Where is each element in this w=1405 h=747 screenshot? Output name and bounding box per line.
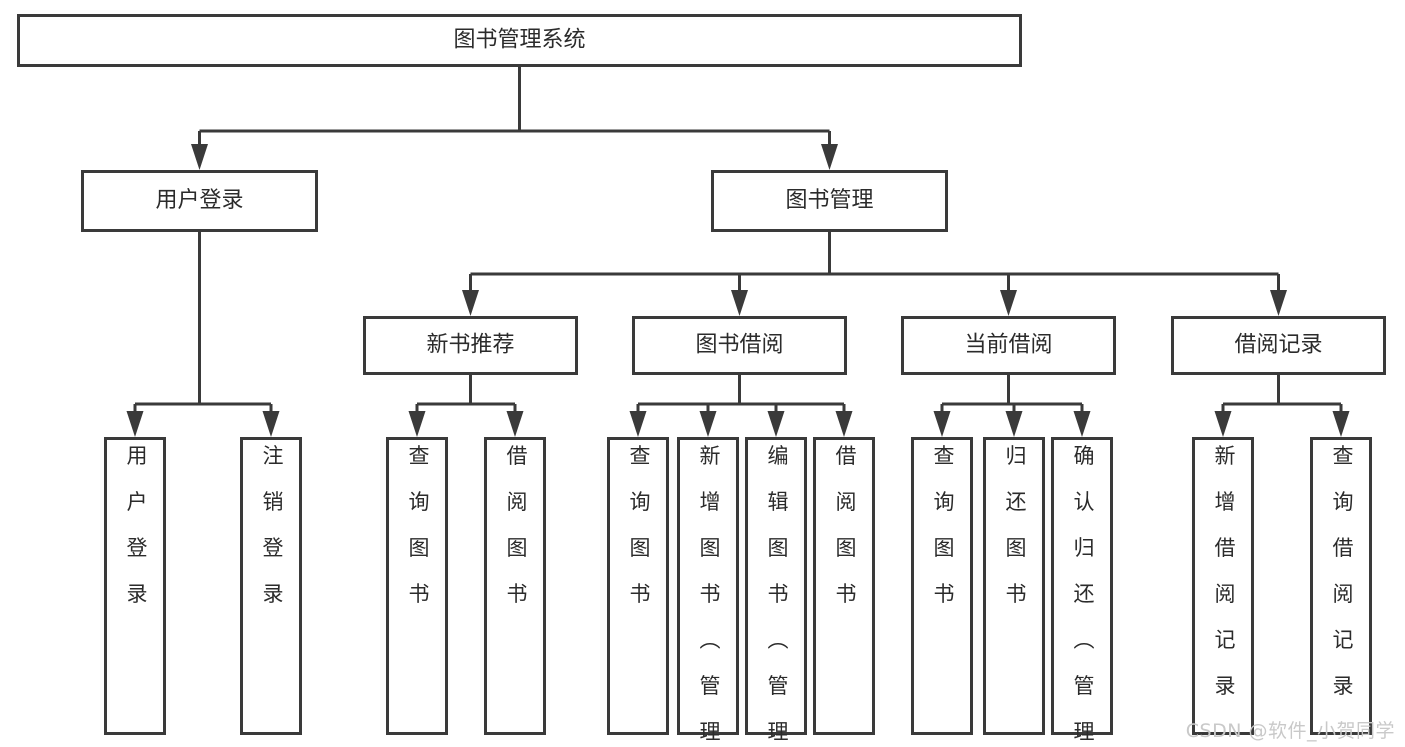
node-l-rec-2[interactable]: 查询借阅记录 <box>1310 437 1372 735</box>
node-records[interactable]: 借阅记录 <box>1171 316 1386 375</box>
node-l-bor-3[interactable]: 编辑图书（管理员） <box>745 437 807 747</box>
arrow-head-icon <box>506 411 524 437</box>
node-l-login-1[interactable]: 用户登录 <box>104 437 166 735</box>
node-box <box>240 437 302 735</box>
node-login[interactable]: 用户登录 <box>81 170 318 232</box>
node-l-cur-3[interactable]: 确认归还（管理员） <box>1051 437 1113 747</box>
arrow-head-icon <box>933 411 951 437</box>
node-label: 查询图书 <box>931 445 955 604</box>
arrow-head-icon <box>1214 411 1232 437</box>
arrow-head-icon <box>126 411 144 437</box>
node-l-new-1[interactable]: 查询图书 <box>386 437 448 735</box>
node-label: 借阅记录 <box>1234 333 1322 358</box>
node-l-bor-4[interactable]: 借阅图书 <box>813 437 875 735</box>
node-label: 新增借阅记录 <box>1212 445 1236 696</box>
arrow-head-icon <box>629 411 647 437</box>
node-l-bor-2[interactable]: 新增图书（管理员） <box>677 437 739 747</box>
node-label: 借阅图书 <box>833 445 857 604</box>
node-l-cur-1[interactable]: 查询图书 <box>911 437 973 735</box>
arrow-head-icon <box>1000 290 1017 316</box>
arrow-head-icon <box>767 411 785 437</box>
arrow-head-icon <box>835 411 853 437</box>
node-l-login-2[interactable]: 注销登录 <box>240 437 302 735</box>
node-box <box>813 437 875 735</box>
node-label: 新书推荐 <box>426 333 514 358</box>
node-newbook[interactable]: 新书推荐 <box>363 316 578 375</box>
node-label: 查询图书 <box>406 445 430 604</box>
node-label: 图书借阅 <box>695 333 783 358</box>
node-box <box>386 437 448 735</box>
node-box <box>104 437 166 735</box>
node-box <box>1051 437 1113 735</box>
arrow-head-icon <box>462 290 479 316</box>
connector-group-newbook <box>408 375 524 437</box>
node-l-bor-1[interactable]: 查询图书 <box>607 437 669 735</box>
node-label: 借阅图书 <box>504 445 528 604</box>
arrow-head-icon <box>1270 290 1287 316</box>
node-current[interactable]: 当前借阅 <box>901 316 1116 375</box>
node-bookmgmt[interactable]: 图书管理 <box>711 170 948 232</box>
node-layer: 图书管理系统用户登录图书管理新书推荐图书借阅当前借阅借阅记录用户登录注销登录查询… <box>17 14 1386 747</box>
node-box <box>677 437 739 735</box>
node-label: 注销登录 <box>260 445 284 604</box>
node-l-rec-1[interactable]: 新增借阅记录 <box>1192 437 1254 735</box>
node-box <box>911 437 973 735</box>
node-box <box>17 14 1022 67</box>
node-box <box>363 316 578 375</box>
node-l-new-2[interactable]: 借阅图书 <box>484 437 546 735</box>
connector-group-current <box>933 375 1091 437</box>
arrow-head-icon <box>1005 411 1023 437</box>
connector-group-bookmgmt <box>462 232 1287 316</box>
connector-layer <box>126 67 1350 437</box>
node-label: 图书管理 <box>785 188 873 213</box>
arrow-head-icon <box>731 290 748 316</box>
arrow-head-icon <box>1332 411 1350 437</box>
node-box <box>1171 316 1386 375</box>
node-box <box>983 437 1045 735</box>
arrow-head-icon <box>262 411 280 437</box>
arrow-head-icon <box>191 144 208 170</box>
connector-group-login <box>126 232 280 437</box>
node-box <box>1192 437 1254 735</box>
node-box <box>632 316 847 375</box>
arrow-head-icon <box>821 144 838 170</box>
arrow-head-icon <box>699 411 717 437</box>
node-box <box>484 437 546 735</box>
node-box <box>607 437 669 735</box>
node-label: 用户登录 <box>124 445 148 604</box>
node-l-cur-2[interactable]: 归还图书 <box>983 437 1045 735</box>
connector-group-root <box>191 67 838 170</box>
connector-group-records <box>1214 375 1350 437</box>
node-label: 确认归还（管理员） <box>1071 445 1095 747</box>
node-label: 编辑图书（管理员） <box>765 445 789 747</box>
node-root[interactable]: 图书管理系统 <box>17 14 1022 67</box>
node-label: 图书管理系统 <box>453 28 585 53</box>
node-box <box>745 437 807 735</box>
node-box <box>81 170 318 232</box>
node-box <box>711 170 948 232</box>
arrow-head-icon <box>1073 411 1091 437</box>
connector-group-borrow <box>629 375 853 437</box>
node-label: 查询图书 <box>627 445 651 604</box>
node-label: 用户登录 <box>155 188 243 213</box>
node-label: 归还图书 <box>1003 445 1027 604</box>
node-label: 查询借阅记录 <box>1330 445 1354 696</box>
node-box <box>901 316 1116 375</box>
node-box <box>1310 437 1372 735</box>
arrow-head-icon <box>408 411 426 437</box>
node-label: 当前借阅 <box>964 333 1052 358</box>
node-label: 新增图书（管理员） <box>697 445 721 747</box>
node-borrow[interactable]: 图书借阅 <box>632 316 847 375</box>
